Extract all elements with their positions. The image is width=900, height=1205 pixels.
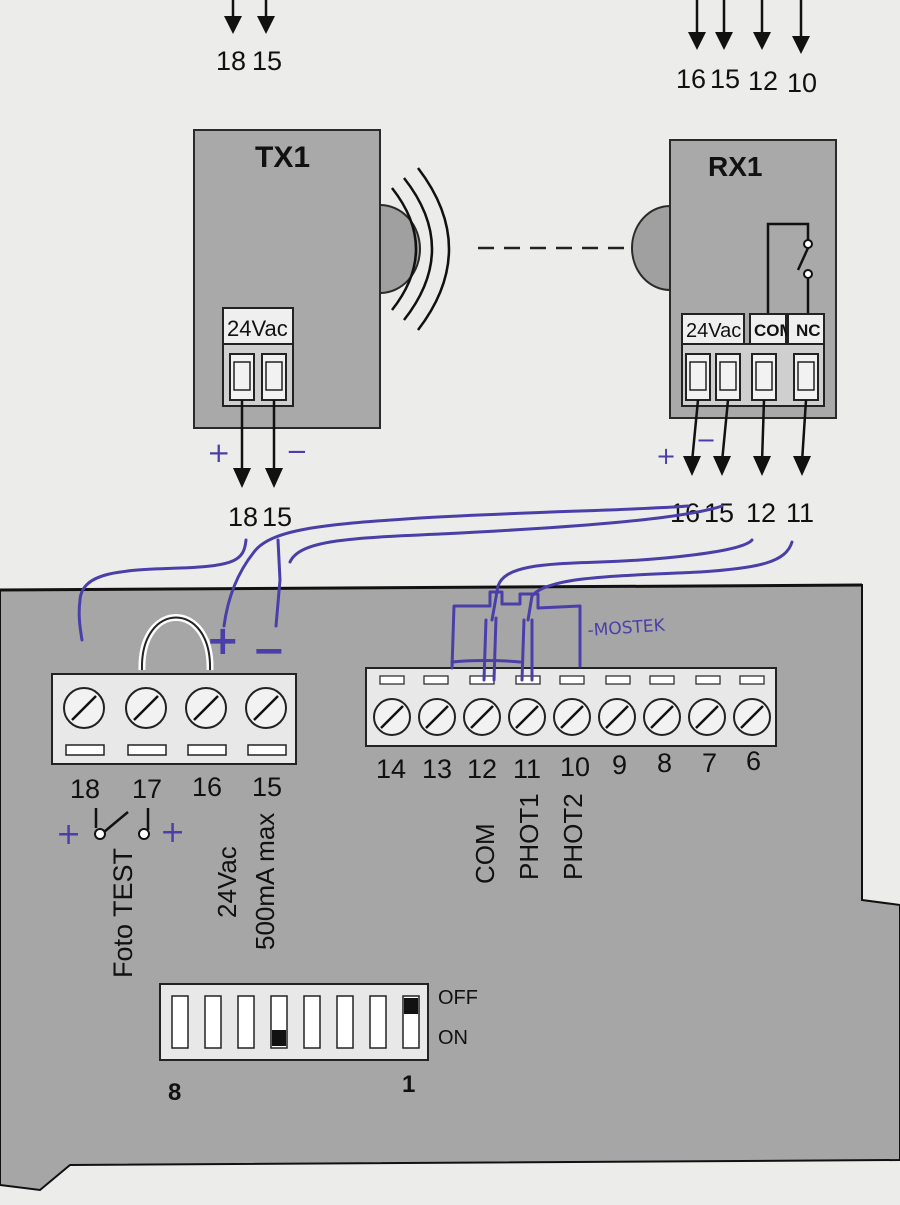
- board-minus-mark: −: [252, 628, 286, 674]
- relay-contact-icon: [766, 222, 810, 316]
- foto-test-switch-icon: [94, 808, 150, 840]
- top-pin-12: 12: [748, 66, 778, 96]
- tx1-voltage-label: 24Vac: [227, 316, 288, 341]
- rx-pin-12: 12: [746, 498, 776, 528]
- dip-number-1: 1: [402, 1071, 415, 1098]
- tx1-transmitter: TX1 24Vac 18 15: [193, 129, 451, 532]
- rx1-receiver: RX1 24Vac COM NC 16 15 12 11: [631, 139, 837, 528]
- terminal-12: 12: [467, 754, 497, 784]
- terminal-10: 10: [560, 752, 590, 782]
- dip-switch-6: [237, 995, 255, 1049]
- terminal-14: 14: [376, 754, 406, 784]
- top-pin-15b: 15: [710, 64, 740, 94]
- terminal-13: 13: [422, 754, 452, 784]
- dip-off-label: OFF: [438, 987, 478, 1009]
- dip-switch-4: [303, 995, 321, 1049]
- terminal-7: 7: [702, 748, 717, 778]
- foto-plus-left-mark: +: [56, 817, 81, 852]
- tx-plus-mark: +: [207, 436, 230, 469]
- rx-minus-mark: −: [696, 426, 716, 454]
- top-pin-15: 15: [252, 46, 282, 76]
- rx-plus-mark: +: [656, 442, 676, 470]
- rx1-com-label: COM: [754, 321, 794, 340]
- rx-lens-icon: [631, 204, 671, 292]
- terminal-8: 8: [657, 748, 672, 778]
- signal-wave-icon: [391, 187, 418, 311]
- top-left-arrows: 18 15: [216, 0, 282, 76]
- tx1-title: TX1: [255, 141, 310, 174]
- top-pin-16: 16: [676, 64, 706, 94]
- com-label: COM: [470, 823, 500, 884]
- terminal-18: 18: [70, 774, 100, 804]
- rx1-title: RX1: [708, 151, 762, 182]
- power-voltage-label: 24Vac: [212, 846, 242, 918]
- rx-pin-15: 15: [704, 498, 734, 528]
- terminal-15: 15: [252, 772, 282, 802]
- foto-test-label: Foto TEST: [108, 848, 138, 978]
- tx-minus-mark: −: [286, 437, 308, 467]
- rx1-voltage-label: 24Vac: [686, 320, 741, 342]
- left-terminal-block: 18 17 16 15: [51, 673, 297, 804]
- phot1-label: PHOT1: [514, 793, 544, 880]
- dip-switch-7: [204, 995, 222, 1049]
- dip-number-8: 8: [168, 1079, 181, 1106]
- terminal-9: 9: [612, 750, 627, 780]
- terminal-16: 16: [192, 772, 222, 802]
- handwritten-wiring: + − + − + − + + -MOSTEK: [56, 426, 794, 852]
- right-terminal-block: 14 13 12 11 10 9 8 7 6: [365, 667, 777, 784]
- rx1-nc-label: NC: [796, 321, 821, 340]
- terminal-11: 11: [513, 754, 541, 784]
- phot2-label: PHOT2: [558, 793, 588, 880]
- dip-switch-block: OFF ON 8 1: [159, 983, 478, 1106]
- foto-plus-right-mark: +: [160, 815, 185, 850]
- top-pin-18: 18: [216, 46, 246, 76]
- terminal-17: 17: [132, 774, 162, 804]
- dip-switch-8: [171, 995, 189, 1049]
- control-board: 18 17 16 15: [0, 583, 900, 1192]
- tx-lens-icon: [379, 203, 421, 295]
- dip-on-label: ON: [438, 1027, 468, 1049]
- power-current-label: 500mA max: [250, 813, 280, 950]
- dip-switch-3: [336, 995, 354, 1049]
- board-plus-mark: +: [206, 618, 240, 664]
- top-pin-10: 10: [787, 68, 817, 98]
- dip-switch-2: [369, 995, 387, 1049]
- terminal-6: 6: [746, 746, 761, 776]
- top-right-arrows: 16 15 12 10: [676, 0, 817, 98]
- tx-pin-18: 18: [228, 502, 258, 532]
- rx-pin-11: 11: [786, 498, 814, 528]
- tx-pin-15: 15: [262, 502, 292, 532]
